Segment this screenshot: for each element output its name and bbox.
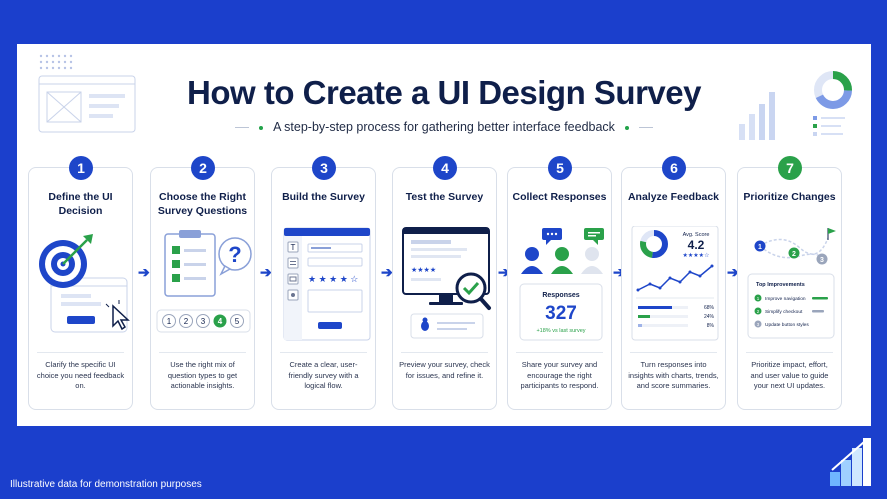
improvement-3-number: 3 [757, 322, 760, 327]
wireframe-decoration [38, 54, 136, 133]
path-node-1: 1 [758, 244, 762, 251]
svg-text:★ ★ ★ ★ ☆: ★ ★ ★ ★ ☆ [308, 274, 358, 284]
step-title: Collect Responses [512, 191, 607, 203]
scale-option-2: 2 [184, 317, 189, 326]
step-title: Choose the Right Survey Questions [157, 191, 248, 217]
step-number: 3 [312, 156, 336, 180]
arrow-right-icon: ➔ [498, 264, 510, 280]
target-icon [39, 234, 130, 333]
improvement-1-number: 1 [757, 296, 760, 301]
step-card-4: 4 Test the Survey ★★★★ Preview your surv… [392, 156, 497, 410]
responses-value: 327 [545, 303, 577, 324]
users-icon: Responses 327 +18% vs last survey [519, 228, 604, 341]
feedback-bar-3-label: 8% [707, 323, 715, 329]
step-card-5: 5 Collect Responses Responses 327 +18% v… [507, 156, 612, 410]
step-description: Preview your survey, check for issues, a… [399, 360, 490, 380]
score-value: 4.2 [688, 238, 705, 252]
footer-note: Illustrative data for demonstration purp… [10, 479, 202, 490]
scale-option-5: 5 [235, 317, 240, 326]
arrow-right-icon: ➔ [138, 264, 150, 280]
clipboard-icon: ? 1 2 3 4 5 [156, 230, 252, 333]
step-description: Create a clear, user-friendly survey wit… [288, 360, 359, 390]
analytics-icon: Avg. Score 4.2 ★★★★☆ 68% 24% 8% [631, 226, 719, 341]
score-stars: ★★★★☆ [683, 252, 710, 259]
question-mark-label: ? [228, 242, 241, 267]
step-title: Build the Survey [282, 191, 365, 203]
step-card-2: 2 Choose the Right Survey Questions ? 1 … [150, 156, 255, 410]
page-subtitle: A step-by-step process for gathering bet… [17, 120, 871, 134]
text-tool-icon: T [291, 243, 296, 252]
magnifier-check-icon: ★★★★ [402, 227, 491, 339]
step-number: 6 [662, 156, 686, 180]
step-card-1: 1 Define the UI Decision Clarify the spe… [28, 156, 133, 410]
step-number: 2 [191, 156, 215, 180]
svg-text:★★★★: ★★★★ [411, 266, 436, 274]
infographic-panel: How to Create a UI Design Survey A step-… [17, 44, 871, 426]
step-description: Share your survey and encourage the righ… [520, 360, 599, 390]
improvement-2-label: Simplify checkout [765, 309, 803, 315]
feedback-bar-2-label: 24% [704, 314, 715, 320]
step-title: Define the UI Decision [48, 191, 113, 217]
feedback-bar-3 [638, 324, 642, 327]
step-description: Use the right mix of question types to g… [167, 360, 238, 390]
responses-change: +18% vs last survey [536, 328, 585, 334]
arrow-right-icon: ➔ [613, 264, 625, 280]
roadmap-icon: 1 2 3 Top Improvements 1 Improve navigat… [747, 228, 836, 339]
survey-builder-icon: T ★ ★ ★ ★ ☆ [283, 227, 371, 341]
step-card-3: 3 Build the Survey T ★ ★ ★ ★ ☆ Create a … [271, 156, 376, 410]
improvement-1-label: Improve navigation [765, 296, 806, 302]
scale-option-1: 1 [167, 317, 172, 326]
step-title: Prioritize Changes [743, 191, 836, 203]
step-number: 4 [433, 156, 457, 180]
arrow-right-icon: ➔ [727, 264, 739, 280]
arrow-right-icon: ➔ [260, 264, 272, 280]
scale-option-4-selected: 4 [218, 317, 223, 326]
chart-decoration [739, 71, 852, 140]
path-node-2: 2 [792, 251, 796, 258]
step-number: 7 [778, 156, 802, 180]
step-description: Clarify the specific UI choice you need … [36, 360, 125, 390]
step-description: Turn responses into insights with charts… [628, 360, 719, 390]
responses-label: Responses [542, 292, 579, 299]
page-title: How to Create a UI Design Survey [187, 74, 701, 111]
scale-option-3: 3 [201, 317, 206, 326]
brand-logo-icon [830, 438, 871, 486]
step-title: Analyze Feedback [627, 191, 720, 203]
step-card-7: 7 Prioritize Changes 1 2 3 Top Improveme… [737, 156, 842, 410]
step-title: Test the Survey [405, 191, 484, 203]
step-number: 1 [69, 156, 93, 180]
feedback-bar-1 [638, 306, 672, 309]
improvement-3-label: Update button styles [765, 322, 809, 328]
score-label: Avg. Score [683, 232, 710, 238]
step-card-6: 6 Analyze Feedback Avg. Score 4.2 ★★★★☆ … [621, 156, 726, 410]
step-description: Prioritize impact, effort, and user valu… [750, 360, 829, 390]
path-node-3: 3 [820, 257, 824, 264]
feedback-bar-2 [638, 315, 650, 318]
feedback-bar-1-label: 68% [704, 305, 715, 311]
improvement-2-number: 2 [757, 309, 760, 314]
improvements-title: Top Improvements [756, 282, 805, 288]
arrow-right-icon: ➔ [381, 264, 393, 280]
step-number: 5 [548, 156, 572, 180]
